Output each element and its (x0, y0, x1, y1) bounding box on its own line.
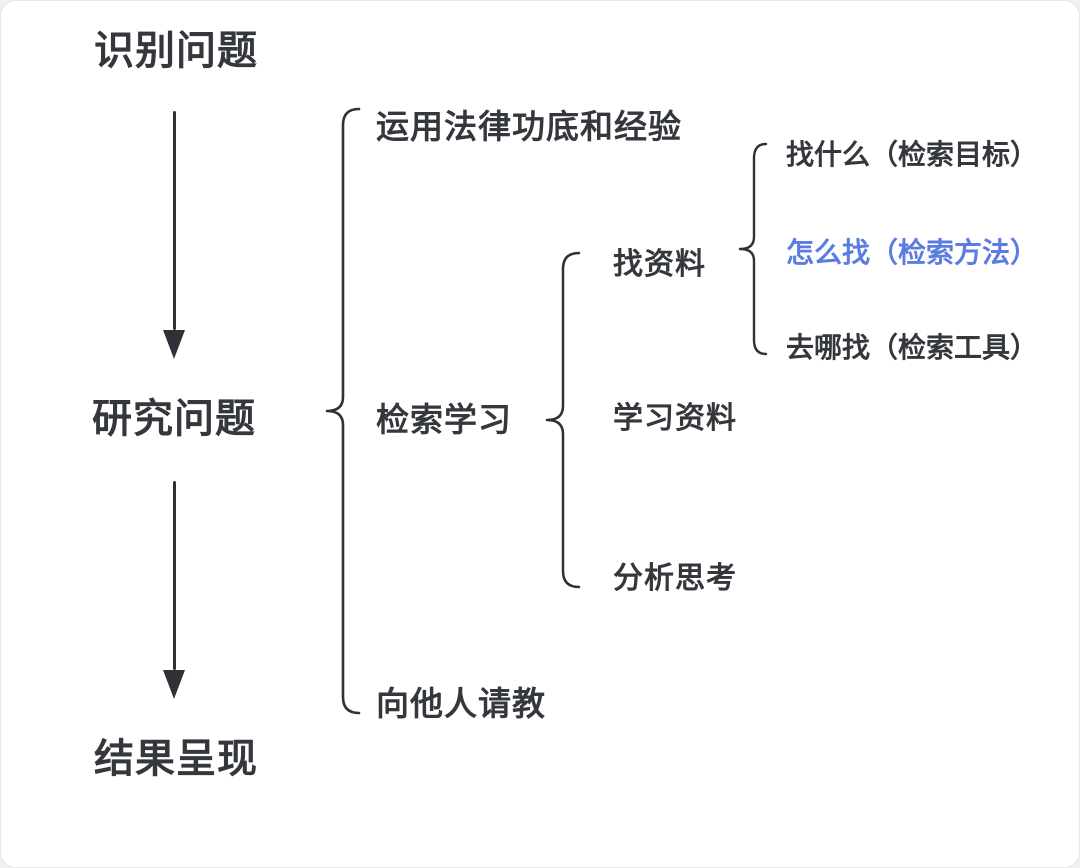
leaf-what-to-find: 找什么（检索目标） (786, 138, 1039, 171)
node-present-results: 结果呈现 (94, 735, 258, 782)
arrow-shaft (172, 481, 176, 670)
branch-ask-others: 向他人请教 (376, 684, 546, 723)
down-arrow-2 (162, 481, 186, 699)
node-research-problem: 研究问题 (92, 395, 256, 442)
leaf-find-materials: 找资料 (613, 247, 706, 282)
node-identify-problem: 识别问题 (94, 27, 258, 74)
curly-brace-level3 (738, 142, 768, 356)
leaf-how-to-find[interactable]: 怎么找（检索方法） (786, 236, 1039, 269)
branch-use-legal-knowledge: 运用法律功底和经验 (376, 107, 682, 146)
arrow-head-icon (163, 670, 185, 699)
arrow-head-icon (163, 330, 185, 359)
down-arrow-1 (162, 111, 186, 359)
curly-brace-level2 (543, 251, 581, 589)
leaf-analyze-think: 分析思考 (613, 561, 737, 596)
branch-search-learning: 检索学习 (376, 400, 512, 439)
leaf-where-to-find: 去哪找（检索工具） (786, 331, 1039, 364)
arrow-shaft (172, 111, 176, 330)
leaf-study-materials: 学习资料 (613, 401, 737, 436)
curly-brace-level1 (323, 107, 361, 715)
